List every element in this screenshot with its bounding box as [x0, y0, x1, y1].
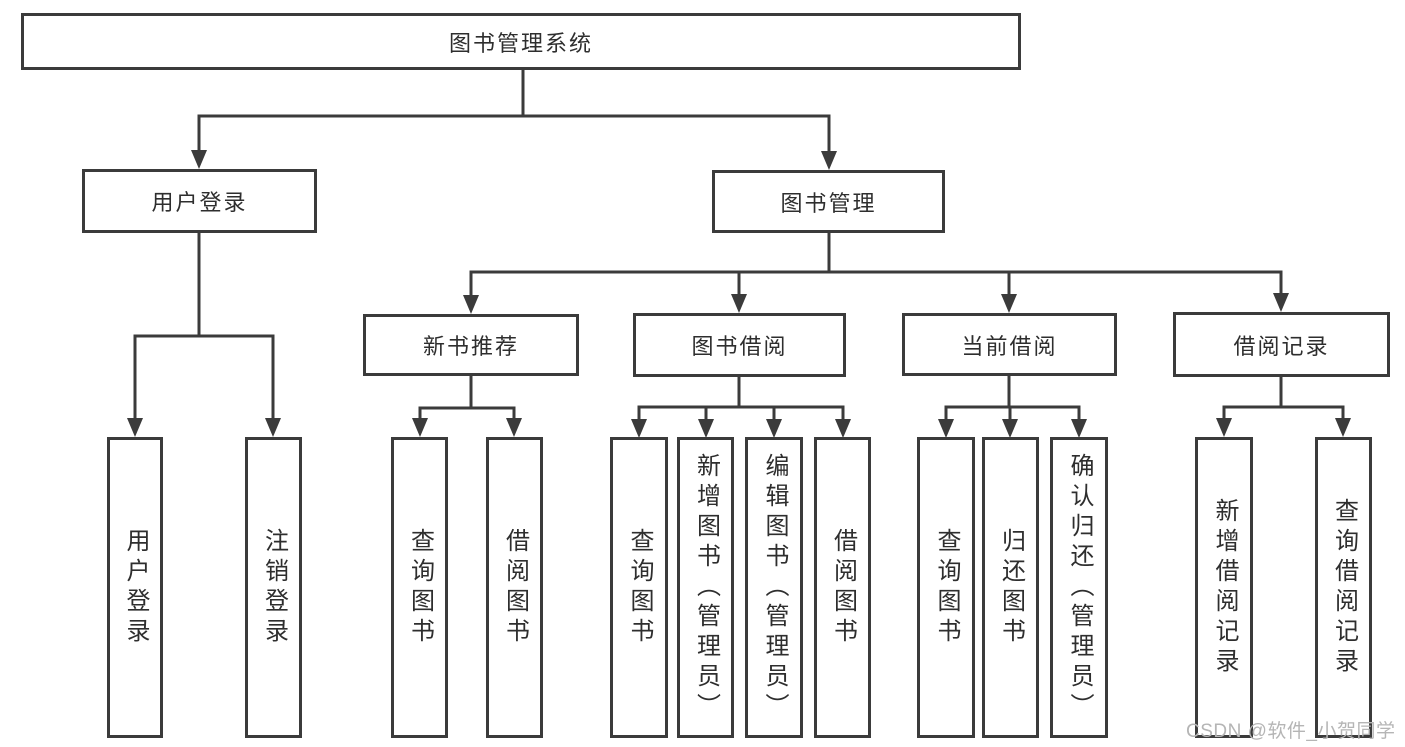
leaf-confirm-return-admin: 确认归还（管理员）	[1050, 437, 1108, 738]
node-book-management: 图书管理	[712, 170, 945, 233]
leaf-borrow-query-books-label: 查询图书	[626, 527, 653, 648]
leaf-user-login: 用户登录	[107, 437, 163, 738]
node-borrow-records: 借阅记录	[1173, 312, 1390, 377]
leaf-confirm-return-admin-label: 确认归还（管理员）	[1066, 452, 1093, 723]
leaf-return-books-label: 归还图书	[997, 527, 1025, 648]
leaf-recommend-query-books: 查询图书	[391, 437, 448, 738]
leaf-recommend-borrow-books: 借阅图书	[486, 437, 543, 738]
leaf-edit-book-admin-label: 编辑图书（管理员）	[761, 452, 788, 723]
node-user-login-label: 用户登录	[151, 190, 248, 215]
leaf-recommend-query-books-label: 查询图书	[406, 527, 434, 648]
leaf-logout: 注销登录	[245, 437, 302, 738]
csdn-watermark: CSDN @软件_小贺同学	[1186, 721, 1396, 742]
node-book-borrow: 图书借阅	[633, 313, 846, 377]
leaf-borrow-books: 借阅图书	[814, 437, 871, 738]
leaf-query-borrow-record: 查询借阅记录	[1315, 437, 1372, 738]
leaf-current-query-books: 查询图书	[917, 437, 975, 738]
node-root: 图书管理系统	[21, 13, 1021, 70]
leaf-logout-label: 注销登录	[260, 527, 288, 648]
leaf-query-borrow-record-label: 查询借阅记录	[1330, 497, 1358, 678]
leaf-add-borrow-record-label: 新增借阅记录	[1211, 497, 1238, 678]
node-book-management-label: 图书管理	[780, 190, 877, 216]
node-book-borrow-label: 图书借阅	[691, 334, 788, 359]
node-current-borrow-label: 当前借阅	[961, 333, 1058, 359]
leaf-recommend-borrow-books-label: 借阅图书	[501, 527, 529, 648]
node-borrow-records-label: 借阅记录	[1233, 333, 1330, 359]
node-new-book-recommend: 新书推荐	[363, 314, 579, 376]
leaf-borrow-books-label: 借阅图书	[829, 527, 857, 648]
leaf-add-book-admin-label: 新增图书（管理员）	[692, 452, 720, 723]
leaf-borrow-query-books: 查询图书	[610, 437, 668, 738]
leaf-user-login-label: 用户登录	[122, 527, 149, 648]
leaf-add-book-admin: 新增图书（管理员）	[677, 437, 734, 738]
node-root-label: 图书管理系统	[448, 30, 593, 56]
node-user-login: 用户登录	[82, 169, 317, 233]
leaf-return-books: 归还图书	[982, 437, 1039, 738]
leaf-edit-book-admin: 编辑图书（管理员）	[745, 437, 803, 738]
node-current-borrow: 当前借阅	[902, 313, 1117, 376]
node-new-book-recommend-label: 新书推荐	[422, 334, 519, 359]
leaf-add-borrow-record: 新增借阅记录	[1195, 437, 1253, 738]
leaf-current-query-books-label: 查询图书	[933, 527, 960, 648]
